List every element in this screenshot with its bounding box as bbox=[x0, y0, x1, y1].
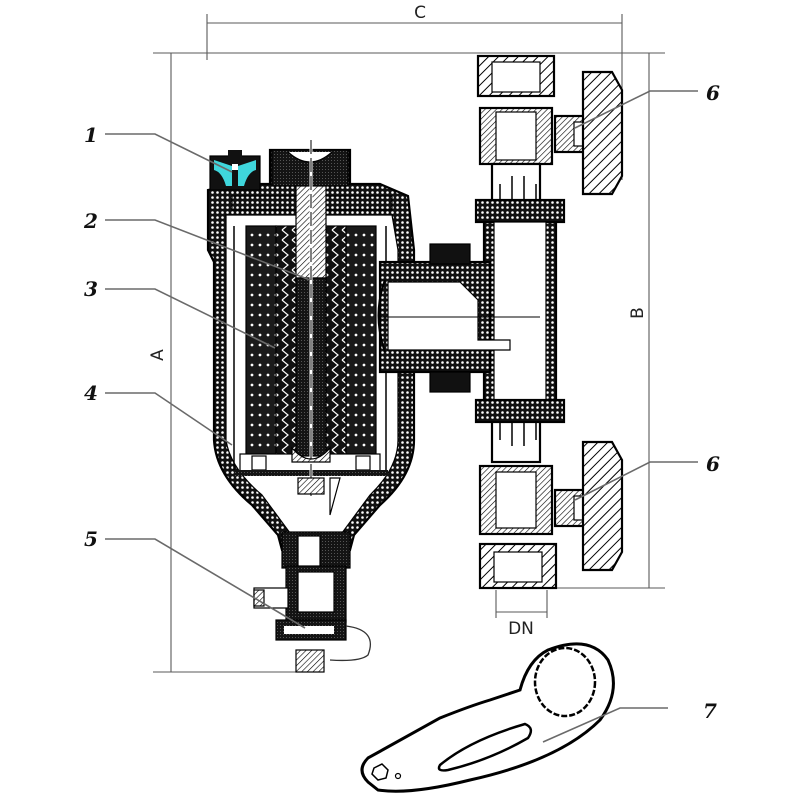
callout-7: 7 bbox=[542, 699, 717, 743]
magnetic-rod bbox=[291, 140, 341, 516]
dimension-a-label: A bbox=[148, 349, 168, 361]
dimension-dn-label: DN bbox=[508, 619, 534, 639]
dimension-c-label: C bbox=[414, 3, 426, 23]
callout-6-lower-label: 6 bbox=[706, 452, 720, 476]
callout-6-upper-label: 6 bbox=[706, 81, 720, 105]
callout-4-label: 4 bbox=[84, 381, 98, 405]
dimension-b: B bbox=[555, 53, 665, 589]
callout-2: 2 bbox=[83, 209, 311, 281]
connection-tee bbox=[377, 198, 566, 424]
callout-2-label: 2 bbox=[83, 209, 98, 233]
callout-6-lower: 6 bbox=[574, 452, 720, 501]
upper-shutoff-valve bbox=[476, 54, 624, 202]
callout-4: 4 bbox=[84, 381, 233, 446]
air-vent-valve bbox=[209, 150, 261, 191]
dimension-a: A bbox=[148, 53, 300, 673]
dimension-b-label: B bbox=[628, 307, 648, 319]
housing-wrench bbox=[360, 642, 615, 793]
callout-5-label: 5 bbox=[84, 527, 98, 551]
callout-3: 3 bbox=[84, 277, 276, 349]
callout-7-label: 7 bbox=[703, 699, 717, 723]
callout-6-upper: 6 bbox=[574, 81, 720, 129]
callout-5: 5 bbox=[84, 527, 306, 629]
callout-1: 1 bbox=[84, 123, 233, 173]
lower-shutoff-valve bbox=[478, 420, 624, 590]
dimension-dn: DN bbox=[495, 590, 548, 639]
drain-valve bbox=[253, 531, 372, 673]
callout-1-label: 1 bbox=[84, 123, 98, 147]
callout-3-label: 3 bbox=[84, 277, 98, 301]
